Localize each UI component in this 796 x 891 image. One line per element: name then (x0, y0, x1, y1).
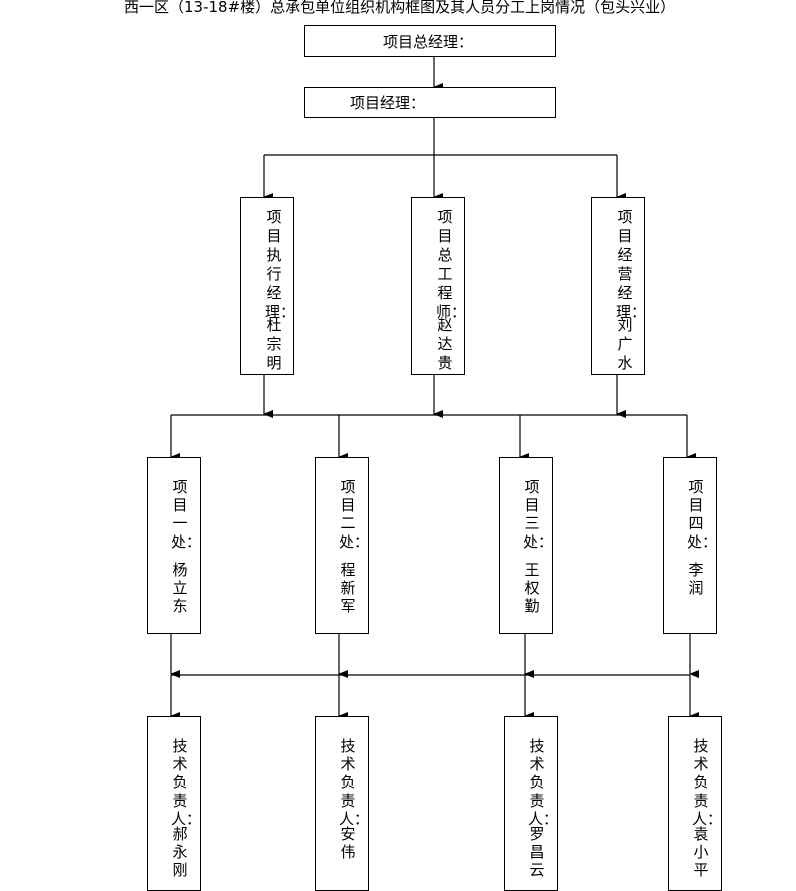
division-1-role: 项目一处： (171, 478, 201, 551)
exec-manager-person: 杜宗明 (266, 316, 282, 372)
division-2-box: 项目二处： 程新军 (315, 457, 369, 634)
division-4-role: 项目四处： (687, 478, 717, 551)
tech-lead-2-role: 技术负责人： (339, 737, 369, 828)
page-title: 西一区（13-18#楼）总承包单位组织机构框图及其人员分工上岗情况（包头兴业） (124, 0, 676, 16)
division-1-box: 项目一处： 杨立东 (147, 457, 201, 634)
exec-manager-box: 项目执行经理： 杜宗明 (240, 197, 294, 375)
chief-engineer-person: 赵达贵 (437, 316, 453, 372)
tech-lead-3-role: 技术负责人： (528, 737, 558, 828)
tech-lead-2-person: 安 伟 (340, 825, 356, 862)
division-2-person: 程新军 (340, 561, 356, 616)
tech-lead-1-box: 技术负责人： 郝永刚 (147, 716, 201, 891)
tech-lead-1-person: 郝永刚 (172, 825, 188, 880)
chief-engineer-role: 项目总工程师： (436, 208, 465, 321)
business-manager-box: 项目经营经理： 刘广水 (591, 197, 645, 375)
project-manager-box: 项目经理： (304, 87, 556, 118)
tech-lead-3-person: 罗昌云 (529, 825, 545, 880)
division-3-role: 项目三处： (523, 478, 553, 551)
tech-lead-1-role: 技术负责人： (171, 737, 201, 828)
exec-manager-role: 项目执行经理： (265, 208, 294, 321)
division-3-box: 项目三处： 王权勤 (499, 457, 553, 634)
tech-lead-3-box: 技术负责人： 罗昌云 (504, 716, 558, 891)
division-3-person: 王权勤 (524, 561, 540, 616)
business-manager-person: 刘广水 (617, 316, 633, 372)
tech-lead-2-box: 技术负责人： 安 伟 (315, 716, 369, 891)
division-1-person: 杨立东 (172, 561, 188, 616)
general-manager-box: 项目总经理： (304, 25, 556, 57)
division-4-box: 项目四处： 李 润 (663, 457, 717, 634)
chief-engineer-box: 项目总工程师： 赵达贵 (411, 197, 465, 375)
business-manager-role: 项目经营经理： (616, 208, 645, 321)
tech-lead-4-box: 技术负责人： 袁小平 (668, 716, 722, 891)
division-2-role: 项目二处： (339, 478, 369, 551)
tech-lead-4-role: 技术负责人： (692, 737, 722, 828)
tech-lead-4-person: 袁小平 (693, 825, 709, 880)
division-4-person: 李 润 (688, 561, 704, 598)
project-manager-label: 项目经理： (350, 94, 426, 112)
general-manager-label: 项目总经理： (383, 32, 474, 51)
